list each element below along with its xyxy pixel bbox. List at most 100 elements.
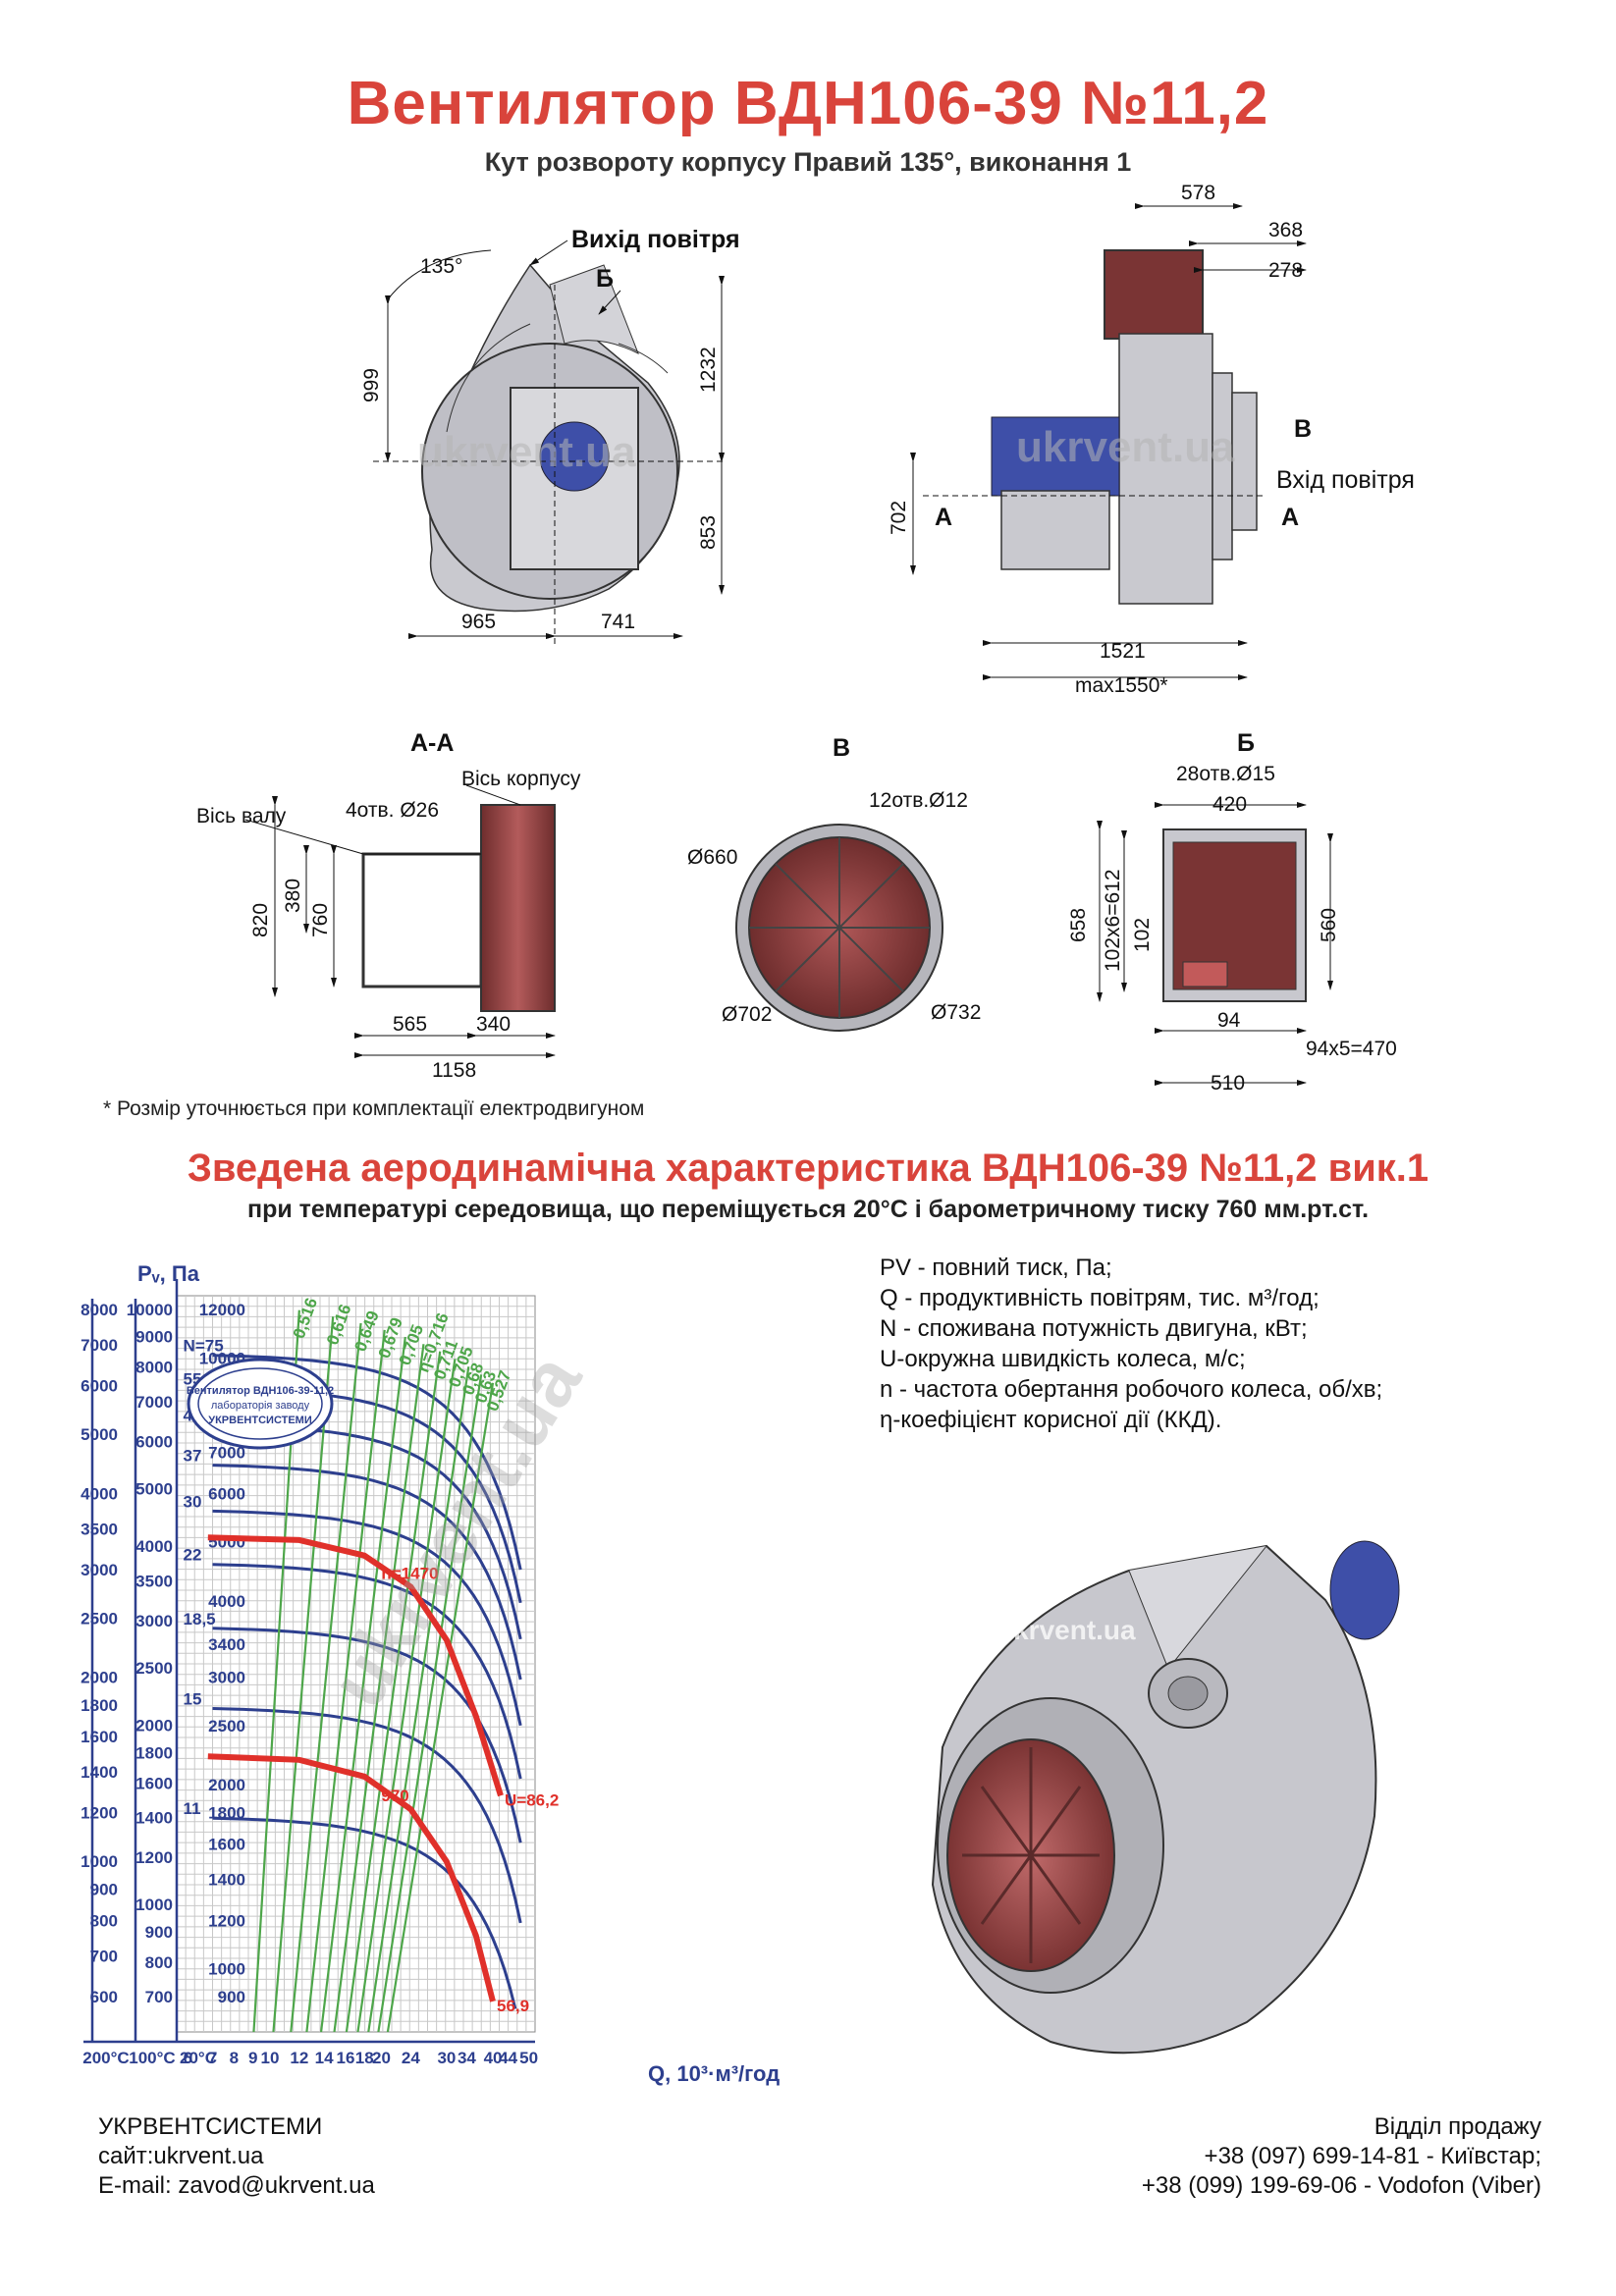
dim-965: 965 [461, 611, 496, 633]
x-temp-label: 20°С [180, 2049, 217, 2067]
sales-department: Відділ продажу [1374, 2113, 1541, 2140]
power-curve [212, 1354, 522, 1571]
legend-item: η-коефіцієнт корисної дії (ККД). [880, 1407, 1222, 1433]
y-tick-label: 1200 [208, 1911, 245, 1930]
watermark-fan: ukrvent.ua [997, 1615, 1136, 1645]
power-curve [212, 1563, 522, 1780]
y-tick-label: 2500 [81, 1609, 118, 1628]
y-tick-label: 1600 [208, 1836, 245, 1854]
section-v-view: В 12отв.Ø12 Ø660 Ø702 Ø732 [687, 734, 981, 1032]
y-tick-label: 1600 [135, 1774, 173, 1792]
efficiency-line [272, 1316, 335, 2033]
y-tick-label: 3000 [81, 1561, 118, 1579]
y-tick-label: 900 [90, 1880, 118, 1898]
y-tick-label: 4000 [135, 1537, 173, 1556]
section-v-holes: 12отв.Ø12 [869, 789, 968, 812]
company-name: УКРВЕНТСИСТЕМИ [98, 2113, 323, 2140]
y-tick-label: 1400 [81, 1763, 118, 1782]
y-tick-label: 1800 [81, 1696, 118, 1715]
air-out-label: Вихід повітря [571, 226, 740, 253]
y-tick-label: 1000 [208, 1960, 245, 1979]
power-curve [212, 1509, 522, 1727]
efficiency-line [305, 1329, 386, 2033]
stamp-line3: УКРВЕНТСИСТЕМИ [208, 1415, 312, 1426]
y-tick-label: 7000 [135, 1393, 173, 1412]
x-tick-label: 9 [248, 2049, 257, 2067]
x-tick-label: 20 [372, 2049, 391, 2067]
watermark-front: ukrvent.ua [417, 428, 636, 476]
dim-94: 94 [1217, 1009, 1241, 1032]
dim-102: 102 [1131, 918, 1154, 952]
section-a-marker-right: А [1281, 504, 1299, 531]
footer-left: УКРВЕНТСИСТЕМИ сайт:ukrvent.ua E-mail: z… [98, 2112, 375, 2201]
section-b-holes: 28отв.Ø15 [1176, 763, 1275, 785]
y-tick-label: 5000 [135, 1479, 173, 1498]
footer-right: Відділ продажу +38 (097) 699-14-81 - Киї… [1142, 2112, 1541, 2201]
x-tick-label: 18 [355, 2049, 374, 2067]
dim-380: 380 [282, 879, 304, 913]
y-tick-label: 800 [145, 1953, 173, 1972]
y-tick-label: 5000 [81, 1425, 118, 1444]
y-tick-label: 2000 [81, 1669, 118, 1687]
phone-vodafone[interactable]: +38 (099) 199-69-06 - Vodofon (Viber) [1141, 2172, 1541, 2199]
section-v-title: В [833, 734, 850, 762]
power-curve [212, 1627, 522, 1843]
technical-drawings: 135° Вихід повітря Б 999 1232 853 965 74… [196, 182, 1415, 1095]
y-tick-label: 3500 [135, 1572, 173, 1590]
x-tick-label: 24 [402, 2049, 420, 2067]
y-tick-label: 600 [90, 1988, 118, 2006]
y-tick-label: 3400 [208, 1635, 245, 1654]
dim-340: 340 [476, 1013, 511, 1036]
side-view: 578 368 278 702 1521 max1550* В Вхід пов… [888, 182, 1415, 697]
email[interactable]: E-mail: zavod@ukrvent.ua [98, 2172, 375, 2199]
angle-label: 135° [420, 255, 462, 278]
peripheral-speed-label: 56,9 [497, 1997, 529, 2015]
x-tick-label: 34 [458, 2049, 476, 2067]
y-tick-label: 1800 [135, 1743, 173, 1762]
stamp-line2: лабораторія заводу [211, 1400, 310, 1412]
y-tick-label: 1000 [81, 1852, 118, 1871]
lab-stamp: Вентилятор ВДН106-39-11,2 лабораторія за… [187, 1358, 334, 1450]
y-tick-label: 8000 [135, 1359, 173, 1377]
phone-kyivstar[interactable]: +38 (097) 699-14-81 - Київстар; [1204, 2143, 1541, 2169]
x-tick-label: 30 [437, 2049, 456, 2067]
y-tick-label: 900 [218, 1988, 245, 2006]
efficiency-line [319, 1336, 406, 2033]
dim-612: 102x6=612 [1102, 869, 1124, 972]
x-tick-label: 7 [208, 2049, 217, 2067]
dim-820: 820 [249, 903, 272, 937]
dim-d732: Ø732 [931, 1001, 981, 1024]
y-tick-label: 900 [145, 1923, 173, 1942]
dim-741: 741 [601, 611, 635, 633]
power-curve [212, 1707, 522, 1924]
peripheral-speed-label: U=86,2 [505, 1790, 559, 1809]
x-tick-label: 50 [519, 2049, 538, 2067]
dim-560: 560 [1318, 908, 1340, 942]
page-subtitle: Кут розвороту корпусу Правий 135°, викон… [484, 147, 1132, 177]
speed-label: n=1470 [381, 1565, 438, 1583]
chart-curves: N=75554537302218,515110,5160,6160,6490,6… [184, 1296, 559, 2033]
power-label: 15 [184, 1690, 202, 1709]
section-b-marker: Б [596, 265, 614, 293]
power-label: 37 [184, 1447, 202, 1466]
section-a-marker-left: А [935, 504, 952, 531]
efficiency-line [290, 1322, 362, 2033]
section-aa-holes: 4отв. Ø26 [346, 799, 439, 822]
section-subtitle: при температурі середовища, що переміщує… [246, 1196, 1370, 1223]
dim-853: 853 [697, 515, 720, 550]
y-tick-label: 7000 [208, 1444, 245, 1463]
efficiency-line [377, 1374, 483, 2033]
y-tick-label: 6000 [135, 1432, 173, 1451]
dim-565: 565 [393, 1013, 427, 1036]
dim-760: 760 [309, 903, 332, 937]
section-aa-view: А-А Вісь валу Вісь корпусу 4отв. Ø26 820… [196, 729, 581, 1082]
dim-702: 702 [888, 501, 910, 535]
y-tick-label: 4000 [208, 1592, 245, 1611]
y-tick-label: 2500 [135, 1659, 173, 1678]
power-label: 22 [184, 1546, 202, 1565]
footnote: * Розмір уточнюється при комплектації ел… [103, 1097, 645, 1120]
body-axis-label: Вісь корпусу [461, 768, 581, 790]
dim-278: 278 [1268, 259, 1303, 282]
website[interactable]: сайт:ukrvent.ua [98, 2143, 264, 2169]
y-tick-label: 1600 [81, 1728, 118, 1746]
